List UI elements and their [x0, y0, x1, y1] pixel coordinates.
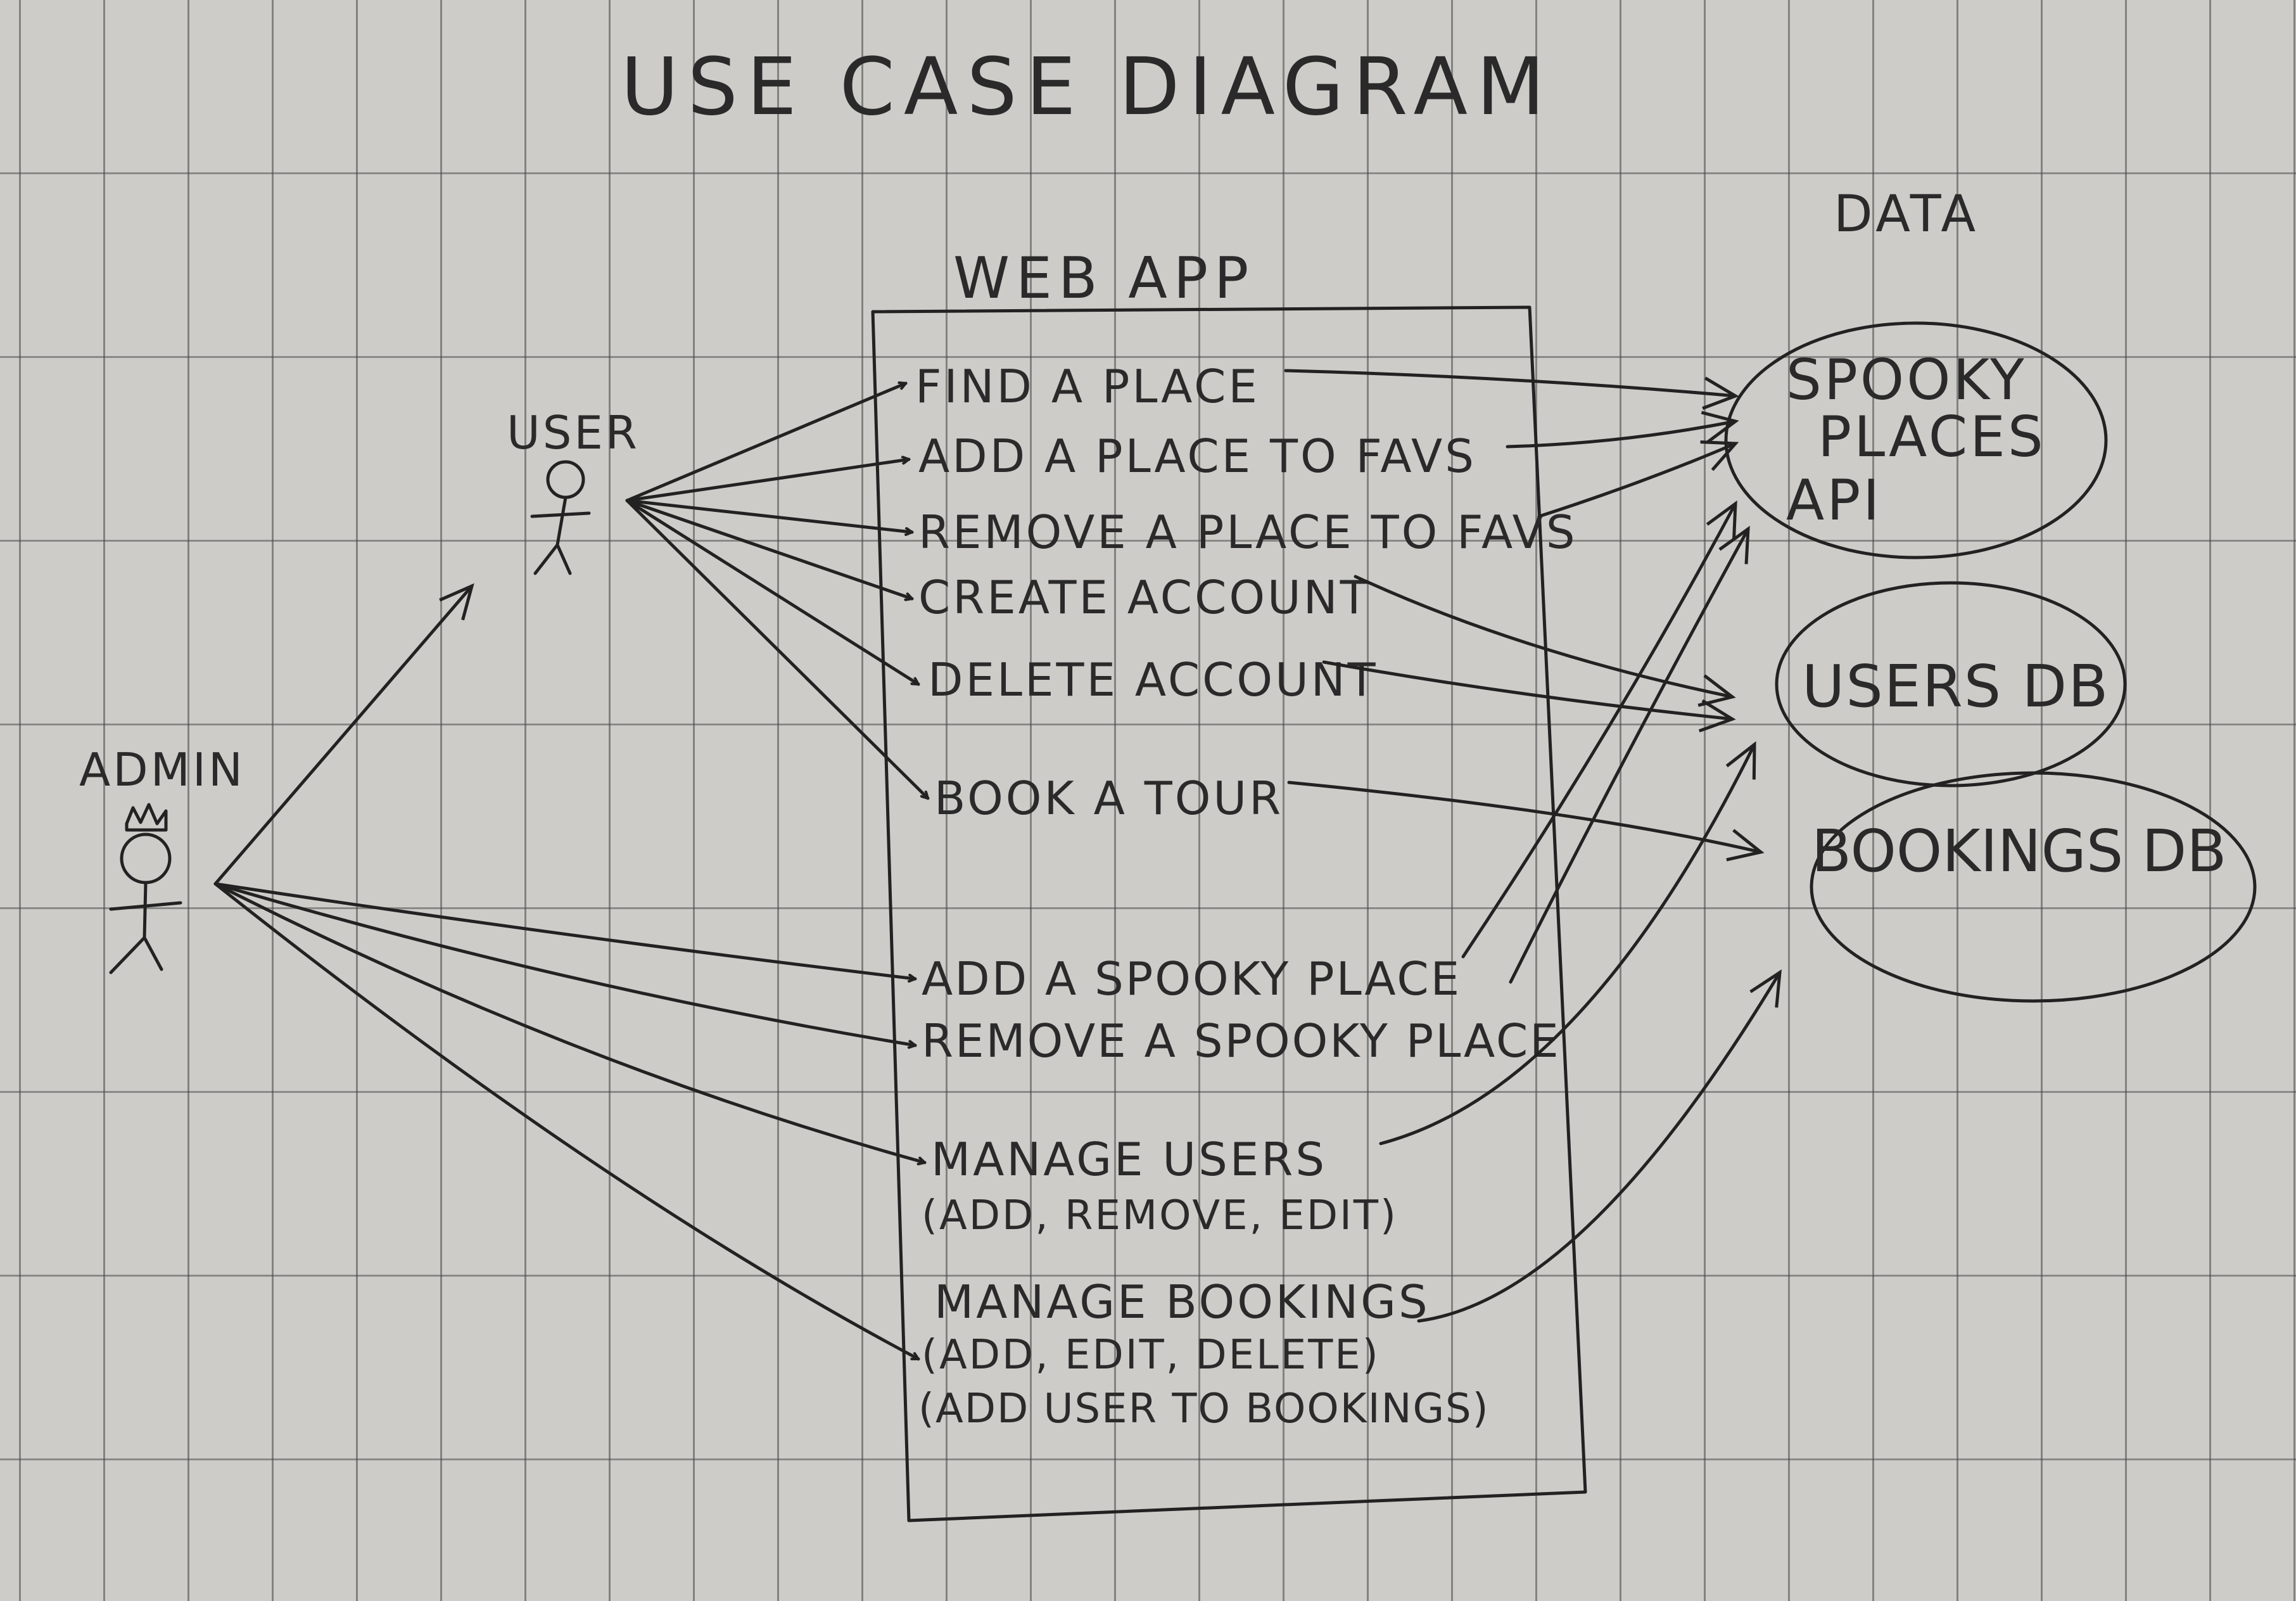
- admin-to-manage-users: [213, 882, 925, 1163]
- use-case-manage-bookings-detail2: (ADD USER TO BOOKINGS): [918, 1386, 1490, 1432]
- admin-connectors: [213, 882, 925, 1361]
- users-db-label: USERS DB: [1802, 653, 2109, 720]
- spooky-api-label-2: PLACES: [1818, 404, 2046, 469]
- user-actor-figure: [530, 460, 591, 575]
- use-case-delete-account: DELETE ACCOUNT: [928, 653, 1378, 706]
- diagram-title: USE CASE DIAGRAM: [621, 41, 1554, 133]
- admin-to-add-spooky: [213, 882, 915, 979]
- user-actor-label: USER: [507, 406, 640, 459]
- admin-to-manage-bookings: [213, 882, 918, 1361]
- admin-actor-label: ADMIN: [79, 743, 245, 796]
- user-to-delete-account: [625, 499, 918, 686]
- user-connectors: [625, 383, 928, 798]
- create-account-to-users: [1354, 575, 1736, 707]
- manage-users-to-users: [1379, 741, 1756, 1145]
- manage-bookings-to-bookings: [1417, 969, 1782, 1323]
- use-case-manage-bookings-detail1: (ADD, EDIT, DELETE): [922, 1332, 1380, 1379]
- use-case-add-spooky: ADD A SPOOKY PLACE: [922, 952, 1461, 1005]
- admin-to-remove-spooky: [213, 882, 915, 1045]
- use-case-manage-users: MANAGE USERS: [931, 1133, 1327, 1186]
- use-case-create-account: CREATE ACCOUNT: [918, 571, 1371, 624]
- use-case-add-fav: ADD A PLACE TO FAVS: [918, 430, 1476, 483]
- bookings-db-label: BOOKINGS DB: [1811, 817, 2227, 885]
- admin-actor-figure: [109, 803, 182, 974]
- remove-fav-to-api: [1537, 440, 1739, 518]
- use-case-manage-users-detail: (ADD, REMOVE, EDIT): [922, 1192, 1398, 1239]
- bookings-db-ellipse: [1810, 771, 2257, 1003]
- spooky-api-label-3: API: [1786, 468, 1882, 533]
- delete-account-to-users: [1322, 660, 1736, 733]
- user-to-add-fav: [625, 459, 909, 502]
- use-case-book-tour: BOOK A TOUR: [934, 772, 1283, 825]
- admin-to-user-arrow: [213, 583, 474, 886]
- use-case-remove-fav: REMOVE A PLACE TO FAVS: [918, 506, 1578, 559]
- user-to-remove-fav: [625, 499, 912, 532]
- users-db-ellipse: [1775, 581, 2127, 788]
- use-case-remove-spooky: REMOVE A SPOOKY PLACE: [922, 1014, 1561, 1068]
- find-place-to-api: [1284, 369, 1739, 410]
- remove-spooky-to-api: [1509, 525, 1750, 984]
- data-label: DATA: [1834, 184, 1979, 243]
- spooky-api-label-1: SPOOKY: [1786, 347, 2027, 412]
- use-case-manage-bookings: MANAGE BOOKINGS: [934, 1275, 1430, 1329]
- user-to-find-place: [625, 383, 906, 502]
- user-to-book-tour: [625, 499, 928, 798]
- add-spooky-to-api: [1461, 500, 1737, 959]
- use-case-find-place: FIND A PLACE: [915, 360, 1260, 413]
- system-label: WEB APP: [953, 245, 1255, 312]
- add-fav-to-api: [1506, 411, 1739, 449]
- system-boundary: [871, 305, 1587, 1522]
- user-to-create-account: [625, 499, 912, 599]
- book-tour-to-bookings: [1287, 781, 1765, 862]
- data-connectors: [1284, 369, 1782, 1323]
